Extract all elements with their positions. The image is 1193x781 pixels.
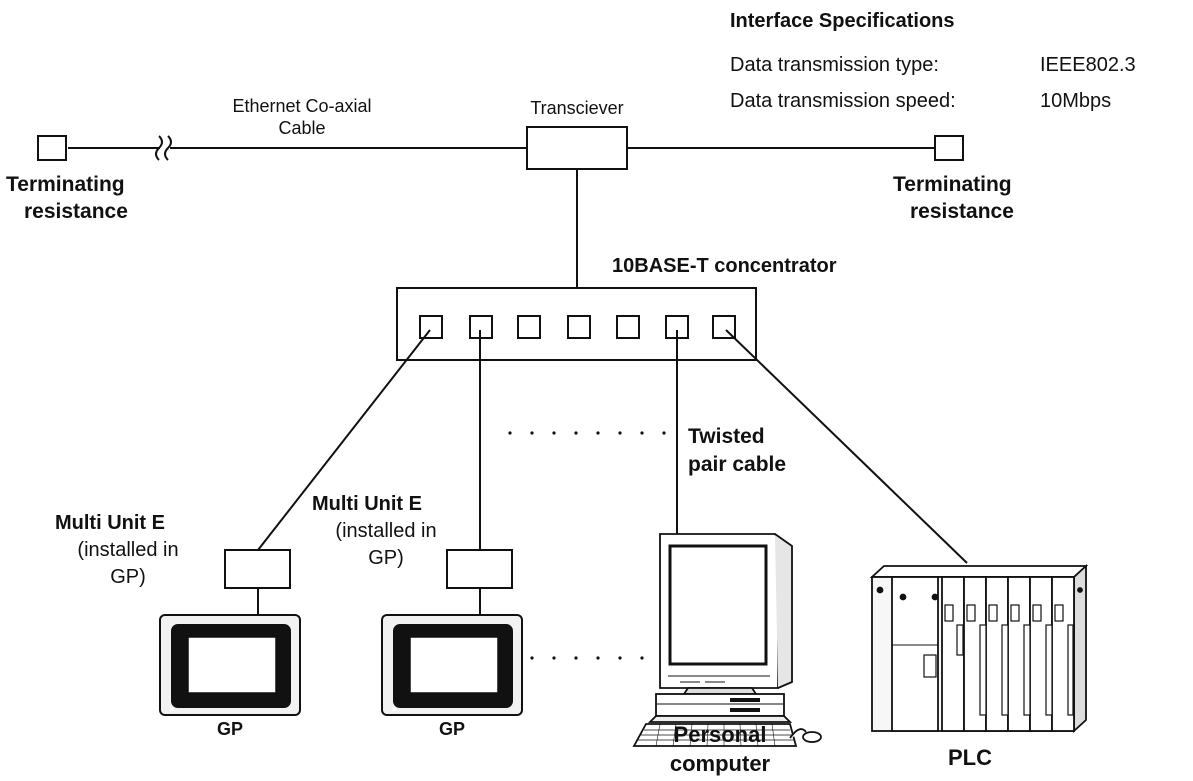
gp-2-label: GP — [438, 719, 465, 739]
terminating-right-line2: resistance — [910, 200, 1014, 223]
port-5 — [616, 315, 640, 339]
multi-unit-2-sub1: (installed in — [335, 520, 437, 542]
twisted-pair-label-line2: pair cable — [688, 453, 787, 476]
multi-unit-1-sub2: GP) — [110, 566, 146, 588]
desktop-computer-icon — [632, 533, 822, 747]
terminator-right — [934, 135, 964, 161]
touch-panel-icon — [381, 614, 523, 716]
terminating-left-line1: Terminating — [6, 173, 125, 196]
cable-to-plc — [725, 329, 968, 564]
pc-label-line2: computer — [669, 751, 771, 776]
multi-unit-box-1 — [224, 549, 291, 589]
coax-cable-label-line1: Ethernet Co-axial — [232, 96, 372, 116]
coax-cable-label-line2: Cable — [278, 118, 326, 138]
multi-unit-1-title: Multi Unit E — [55, 512, 165, 534]
port-4 — [567, 315, 591, 339]
terminator-left — [37, 135, 67, 161]
multi-unit-1-sub1: (installed in — [77, 539, 179, 561]
plc-rack-icon — [869, 563, 1089, 734]
touch-panel-icon — [159, 614, 301, 716]
plc-label: PLC — [948, 745, 992, 770]
cable-break-icon — [155, 135, 172, 161]
spec-value-type: IEEE802.3 — [1040, 54, 1136, 76]
cable-to-gp1 — [257, 329, 431, 551]
twisted-pair-label-line1: Twisted — [688, 425, 765, 448]
port-1 — [419, 315, 443, 339]
terminating-left-line2: resistance — [24, 200, 128, 223]
transceiver-label: Transciever — [530, 98, 624, 118]
concentrator-label: 10BASE-T concentrator — [612, 255, 837, 277]
gp-1-label: GP — [216, 719, 243, 739]
more-devices-dots-upper — [508, 431, 666, 435]
multi-unit-box-2 — [446, 549, 513, 589]
pc-label-line1: Personal — [673, 722, 767, 747]
terminating-right-line1: Terminating — [893, 173, 1012, 196]
port-3 — [517, 315, 541, 339]
spec-title: Interface Specifications — [730, 10, 955, 32]
multi-unit-2-sub2: GP) — [368, 547, 404, 569]
more-devices-dots-lower — [530, 656, 644, 660]
spec-value-speed: 10Mbps — [1040, 90, 1112, 112]
spec-label-speed: Data transmission speed: — [730, 90, 956, 112]
multi-unit-2-title: Multi Unit E — [312, 493, 422, 515]
spec-label-type: Data transmission type: — [730, 54, 939, 76]
transceiver-box — [526, 126, 628, 170]
